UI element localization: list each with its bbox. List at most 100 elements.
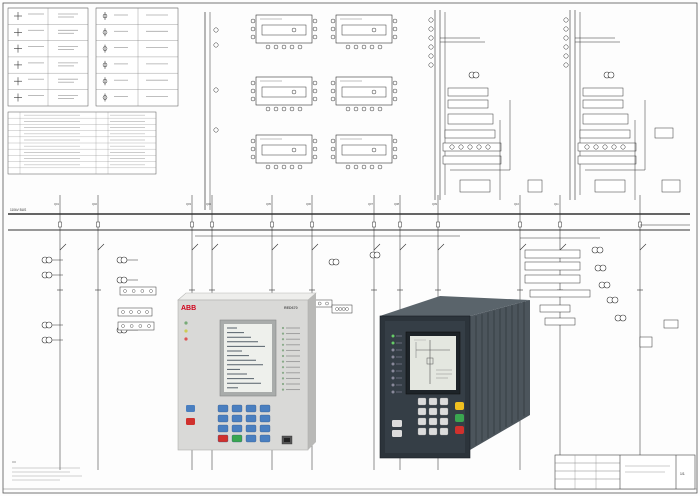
box-terminal <box>476 144 482 150</box>
panel-terminal <box>312 80 318 86</box>
box-terminal <box>121 324 125 328</box>
control-box <box>544 317 576 326</box>
box-terminal <box>149 289 153 293</box>
feeder-label: Q09 <box>432 202 437 206</box>
terminal-circle <box>619 314 627 322</box>
panel-terminal <box>312 34 318 40</box>
panel-terminal <box>377 164 383 170</box>
relay-panel <box>255 14 313 44</box>
breaker-symbol <box>210 221 214 228</box>
panel-terminal <box>289 164 295 170</box>
panel-terminal <box>312 138 318 144</box>
box-terminal <box>338 307 343 311</box>
panel-terminal <box>392 154 398 160</box>
keypad-key <box>417 397 427 406</box>
keypad-key <box>428 417 438 426</box>
led <box>281 388 285 391</box>
terminal-circle <box>45 336 53 344</box>
panel-terminal <box>392 34 398 40</box>
dark-relay-device <box>379 296 530 459</box>
control-box <box>119 286 157 296</box>
panel-terminal <box>312 154 318 160</box>
transformer-bays <box>204 10 681 210</box>
panel-terminal <box>250 88 256 94</box>
dark-keypad <box>392 397 464 437</box>
box-terminal <box>584 144 590 150</box>
feeder-label: Q07 <box>368 202 373 206</box>
relay-panel <box>335 134 393 164</box>
terminal-circle <box>428 62 434 68</box>
control-box <box>663 319 679 329</box>
panel-display <box>261 24 307 36</box>
led <box>281 332 285 335</box>
panel-terminal <box>377 44 383 50</box>
dark-led-column <box>391 334 402 394</box>
busbar-label: 110kV BUS <box>10 208 26 212</box>
terminal-circle <box>428 53 434 59</box>
terminal-circle <box>213 87 219 93</box>
feeder-label: Q11 <box>554 202 559 206</box>
panel-terminal <box>297 44 303 50</box>
panel-terminal <box>330 26 336 32</box>
terminal-circle <box>213 42 219 48</box>
feeder-label: Q04 <box>206 202 211 206</box>
relay-model-label: RED670 <box>284 306 298 310</box>
panel-terminal <box>289 106 295 112</box>
box-terminal <box>129 310 133 314</box>
box-terminal <box>341 307 346 311</box>
terminal-circle <box>603 281 611 289</box>
main-busbar: 110kV BUS <box>8 208 690 231</box>
panel-terminal <box>250 146 256 152</box>
panel-terminal <box>250 96 256 102</box>
breaker-symbol <box>58 221 62 228</box>
box-terminal <box>325 301 329 306</box>
panel-terminal <box>345 164 351 170</box>
control-box <box>117 321 155 331</box>
keypad-key <box>231 424 243 433</box>
led <box>391 348 395 352</box>
led <box>281 377 285 380</box>
feeder-label: Q03 <box>186 202 191 206</box>
panel-terminal <box>369 164 375 170</box>
panel-terminal <box>330 146 336 152</box>
bay-box <box>582 113 629 125</box>
terminal-circle <box>563 17 569 23</box>
terminal-circle <box>596 246 604 254</box>
legend-symbol <box>102 62 108 68</box>
bay-box <box>447 87 489 97</box>
panel-knob <box>371 89 377 95</box>
panel-terminal <box>392 26 398 32</box>
bay-box <box>447 99 489 109</box>
panel-terminal <box>392 96 398 102</box>
control-box <box>639 336 653 348</box>
keypad-key <box>217 414 229 423</box>
heatsink-fins <box>475 301 525 445</box>
keypad-key <box>217 434 229 443</box>
panel-terminal <box>250 80 256 86</box>
panel-terminal <box>330 154 336 160</box>
led <box>391 355 395 359</box>
panel-terminal <box>273 106 279 112</box>
control-box <box>117 307 153 317</box>
panel-display <box>341 144 387 156</box>
relay-panel <box>335 76 393 106</box>
panel-terminal <box>330 96 336 102</box>
keypad-key <box>259 424 271 433</box>
led <box>281 326 285 330</box>
panel-terminal <box>330 80 336 86</box>
box-terminal <box>467 144 473 150</box>
designation-table <box>7 111 157 175</box>
terminal-circle <box>599 264 607 272</box>
keypad-key <box>439 397 449 406</box>
keypad-key <box>245 434 257 443</box>
panel-terminal <box>353 106 359 112</box>
panel-terminal <box>392 88 398 94</box>
box-terminal <box>121 310 125 314</box>
box-terminal <box>620 144 626 150</box>
led-label-column <box>281 326 300 391</box>
disconnector-symbol <box>399 243 407 251</box>
panel-terminal <box>330 88 336 94</box>
breaker-symbol <box>190 221 194 228</box>
panel-terminal <box>250 138 256 144</box>
